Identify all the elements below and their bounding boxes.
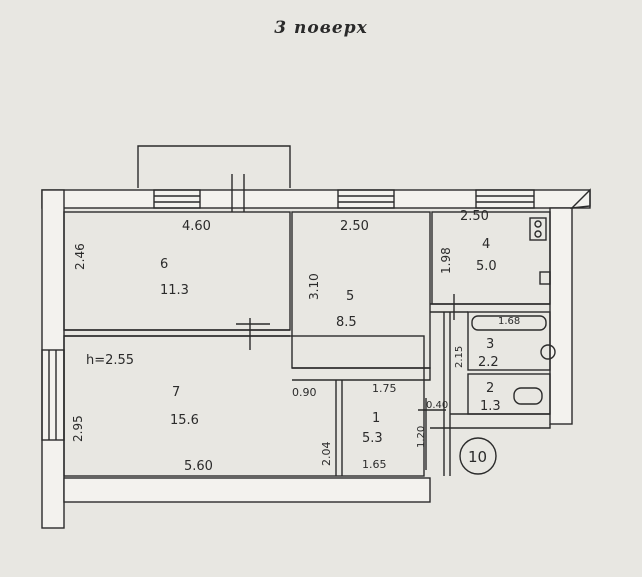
window-3 [475,189,535,209]
floor-title: 3 поверх [274,18,368,38]
room-4-number: 4 [482,237,490,252]
window-4 [41,349,65,441]
room-1-area: 5.3 [362,431,383,446]
dim-room7-depth: 2.95 [71,415,85,442]
sink-icon [540,344,556,360]
dim-room4-depth: 1.98 [439,247,453,274]
dim-hall-depth: 2.04 [320,442,333,467]
room-6-area: 11.3 [160,283,189,298]
dim-bath-depth: 2.15 [454,346,465,368]
room-3-area: 2.2 [478,355,499,370]
outer-wall-top [41,189,591,209]
outer-wall-bottom [63,477,431,503]
dim-room6-depth: 2.46 [73,243,87,270]
kitchen-sink-icon [539,271,551,285]
dim-room5-width: 2.50 [340,219,369,234]
dim-hall-width: 1.65 [362,458,387,471]
window-1 [153,189,201,209]
room-2-number: 2 [486,381,494,396]
room-4-area: 5.0 [476,259,497,274]
dim-height: h=2.55 [86,353,134,368]
room-1-number: 1 [372,411,380,426]
toilet-icon [513,387,543,405]
room-5-number: 5 [346,289,354,304]
window-2 [337,189,395,209]
room-7-area: 15.6 [170,413,199,428]
dim-bath-width: 1.68 [498,316,520,327]
apartment-number-circle [459,437,497,475]
dim-hall-b: 1.75 [372,382,397,395]
room-6-outline [63,211,291,331]
room-3-outline [467,311,551,371]
room-3-number: 3 [486,337,494,352]
dim-room7-width: 5.60 [184,459,213,474]
dim-room6-width: 4.60 [182,219,211,234]
outer-wall-left [41,189,65,529]
room-7-number: 7 [172,385,180,400]
outer-wall-right [549,207,573,425]
dim-hall-a: 0.90 [292,386,317,399]
dim-wc-width: 0.40 [426,400,448,411]
dim-room4-width: 2.50 [460,209,489,224]
hall-wall [335,380,343,476]
room-2-area: 1.3 [480,399,501,414]
apartment-number: 10 [468,448,487,466]
balcony [137,145,291,188]
room-6-number: 6 [160,257,168,272]
room-5-area: 8.5 [336,315,357,330]
bathtub-icon [471,315,547,331]
dim-room5-depth: 3.10 [307,273,321,300]
stove-icon [529,217,547,241]
dim-entry-width: 1.20 [416,426,427,448]
